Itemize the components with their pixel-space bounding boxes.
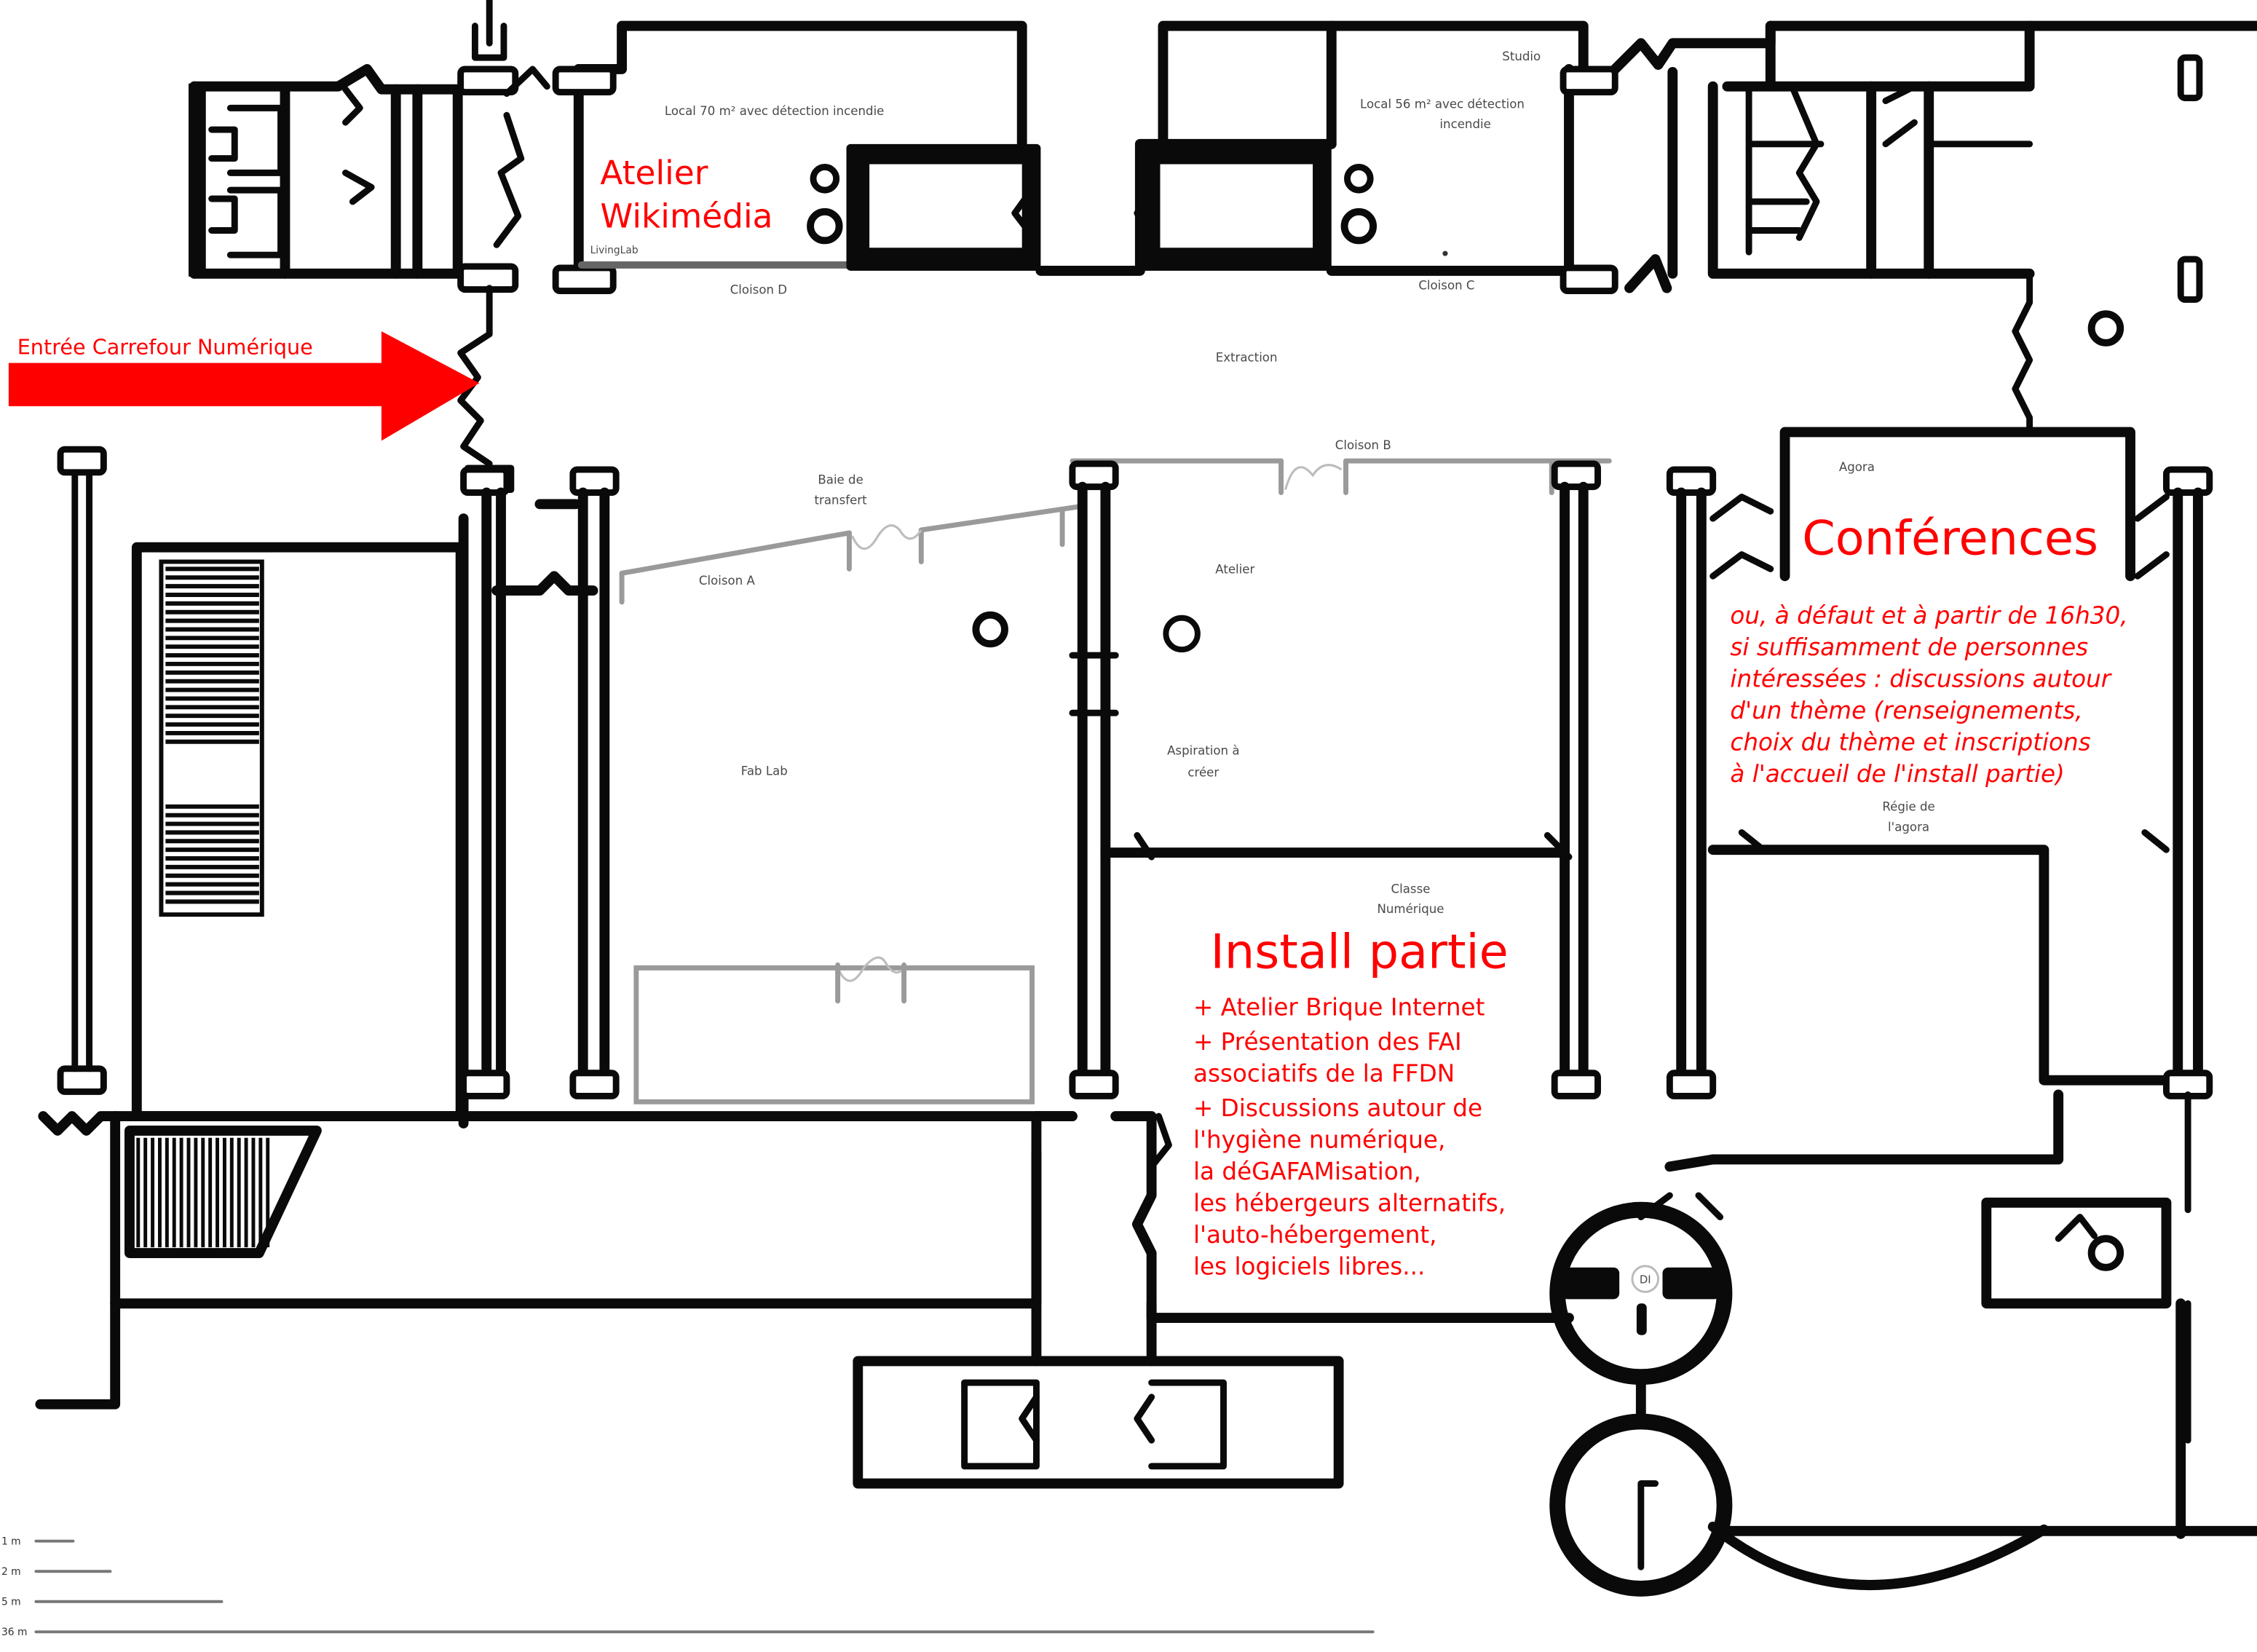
install-item: associatifs de la FFDN: [1193, 1060, 1455, 1088]
label-classe-2: Numérique: [1377, 902, 1444, 916]
conferences-note-line: d'un thème (renseignements,: [1730, 697, 2082, 724]
wikimedia-title: Atelier: [600, 154, 708, 192]
install-item: la déGAFAMisation,: [1193, 1158, 1421, 1185]
scale-legend: 1 m 2 m 5 m 36 m: [1, 1536, 1375, 1638]
install-title: Install partie: [1211, 924, 1509, 979]
label-cloison-a: Cloison A: [699, 574, 756, 588]
bottom-center-rooms: [853, 1298, 1344, 1489]
label-atelier: Atelier: [1215, 562, 1254, 576]
install-item: + Discussions autour de: [1193, 1094, 1482, 1122]
label-cloison-b: Cloison B: [1335, 438, 1391, 452]
top-left-rooms: [188, 0, 550, 293]
conferences-title: Conférences: [1802, 511, 2098, 566]
right-arrow-icon: [8, 331, 480, 441]
label-aspiration: Aspiration à: [1167, 744, 1239, 758]
label-classe: Classe: [1391, 882, 1431, 896]
di-circular-rooms: [1549, 1192, 2257, 1597]
install-item: l'auto-hébergement,: [1193, 1221, 1437, 1249]
label-local-56-2: incendie: [1439, 117, 1490, 131]
label-livinglab: LivingLab: [590, 245, 639, 256]
conferences-note-line: ou, à défaut et à partir de 16h30,: [1730, 602, 2127, 630]
label-regie: Régie de: [1882, 800, 1934, 814]
annotation-install-partie: Install partie + Atelier Brique Internet…: [1193, 924, 1509, 1280]
conferences-note-line: choix du thème et inscriptions: [1730, 729, 2090, 756]
conferences-note-line: intéressées : discussions autour: [1730, 665, 2112, 693]
label-cloison-d: Cloison D: [730, 283, 787, 297]
label-regie-2: l'agora: [1888, 820, 1929, 834]
install-item: + Présentation des FAI: [1193, 1028, 1462, 1056]
label-baie-2: transfert: [815, 493, 868, 507]
room-local-56: [1158, 20, 1618, 295]
install-item: les hébergeurs alternatifs,: [1193, 1190, 1506, 1217]
room-labels: Local 70 m² avec détection incendie Stud…: [590, 50, 1935, 1287]
install-item: + Atelier Brique Internet: [1193, 994, 1485, 1021]
scale-label: 36 m: [1, 1627, 27, 1638]
install-item: l'hygiène numérique,: [1193, 1126, 1445, 1154]
room-atelier: [1069, 458, 1612, 1323]
label-di: DI: [1640, 1274, 1651, 1287]
top-right-rooms: [1610, 20, 2257, 435]
stairwell: [57, 446, 620, 1129]
bottom-left-walls: [35, 1111, 1078, 1410]
scale-label: 5 m: [1, 1597, 21, 1608]
annotation-conferences: Conférences ou, à défaut et à partir de …: [1730, 511, 2127, 789]
room-fablab: [619, 504, 1080, 1104]
entrance-arrow: Entrée Carrefour Numérique: [8, 331, 480, 441]
label-fablab: Fab Lab: [741, 764, 788, 778]
label-local-56: Local 56 m² avec détection: [1360, 97, 1525, 111]
label-baie: Baie de: [818, 473, 863, 487]
label-studio: Studio: [1502, 50, 1541, 63]
conferences-note-line: à l'accueil de l'install partie): [1730, 760, 2064, 788]
entrance-label: Entrée Carrefour Numérique: [17, 335, 313, 360]
room-agora: [1664, 427, 2213, 1539]
central-core: [1011, 138, 1377, 276]
label-aspiration-2: créer: [1187, 765, 1219, 779]
room-local-70: [552, 20, 1041, 295]
install-item: les logiciels libres...: [1193, 1253, 1425, 1281]
wikimedia-title-2: Wikimédia: [600, 197, 772, 236]
conferences-note-line: si suffisamment de personnes: [1730, 633, 2088, 661]
label-cloison-c: Cloison C: [1418, 279, 1474, 293]
annotation-wikimedia: Atelier Wikimédia: [600, 154, 772, 235]
label-local-70: Local 70 m² avec détection incendie: [665, 104, 885, 118]
label-extraction: Extraction: [1216, 351, 1278, 365]
scale-label: 2 m: [1, 1566, 21, 1578]
label-agora: Agora: [1839, 460, 1875, 474]
scale-label: 1 m: [1, 1536, 21, 1548]
